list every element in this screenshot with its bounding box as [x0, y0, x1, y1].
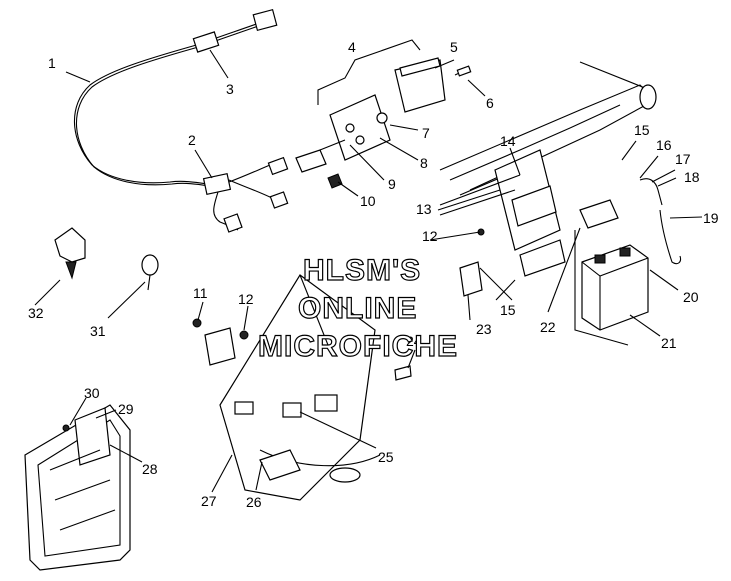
watermark: HLSM'S ONLINE MICROFICHE — [257, 253, 458, 363]
wiring-harness — [73, 8, 289, 233]
callout-2: 2 — [188, 132, 196, 148]
callout-8: 8 — [420, 155, 428, 171]
callout-27: 27 — [201, 493, 217, 509]
callout-11: 11 — [193, 285, 208, 301]
callout-17: 17 — [675, 151, 691, 167]
callout-15-top: 15 — [634, 122, 650, 138]
watermark-line-2: ONLINE — [298, 292, 417, 325]
callout-5: 5 — [450, 39, 458, 55]
callout-20: 20 — [683, 289, 699, 305]
callout-4: 4 — [348, 39, 356, 55]
leader-lines — [34, 49, 703, 493]
callout-31: 31 — [90, 323, 106, 339]
watermark-line-3: MICROFICHE — [258, 330, 458, 363]
frame-rear — [439, 61, 657, 277]
callout-3: 3 — [226, 81, 234, 97]
callout-29: 29 — [118, 401, 134, 417]
callout-19: 19 — [703, 210, 719, 226]
callout-30: 30 — [84, 385, 100, 401]
callout-12-right: 12 — [422, 228, 438, 244]
callout-23: 23 — [476, 321, 492, 337]
callout-21: 21 — [661, 335, 677, 351]
accessories — [54, 227, 159, 291]
callout-labels: 1 2 3 4 5 6 7 8 9 10 11 12 12 13 14 15 1… — [28, 39, 719, 510]
mud-flap — [24, 404, 131, 571]
callout-7: 7 — [422, 125, 430, 141]
small-parts — [192, 228, 485, 366]
callout-13: 13 — [416, 201, 432, 217]
callout-28: 28 — [142, 461, 158, 477]
tail-light-assembly — [295, 39, 472, 189]
callout-10: 10 — [360, 193, 376, 209]
watermark-line-1: HLSM'S — [303, 254, 421, 287]
callout-18: 18 — [684, 169, 700, 185]
callout-25: 25 — [378, 449, 394, 465]
callout-24: 24 — [406, 333, 422, 349]
callout-26: 26 — [246, 494, 262, 510]
callout-16: 16 — [656, 137, 672, 153]
callout-6: 6 — [486, 95, 494, 111]
callout-1: 1 — [48, 55, 56, 71]
callout-32: 32 — [28, 305, 44, 321]
rear-fender-panel — [219, 274, 412, 501]
callout-14: 14 — [500, 133, 516, 149]
callout-15-bottom: 15 — [500, 302, 516, 318]
callout-9: 9 — [388, 176, 396, 192]
callout-22: 22 — [540, 319, 556, 335]
callout-12-left: 12 — [238, 291, 254, 307]
battery — [574, 178, 682, 346]
